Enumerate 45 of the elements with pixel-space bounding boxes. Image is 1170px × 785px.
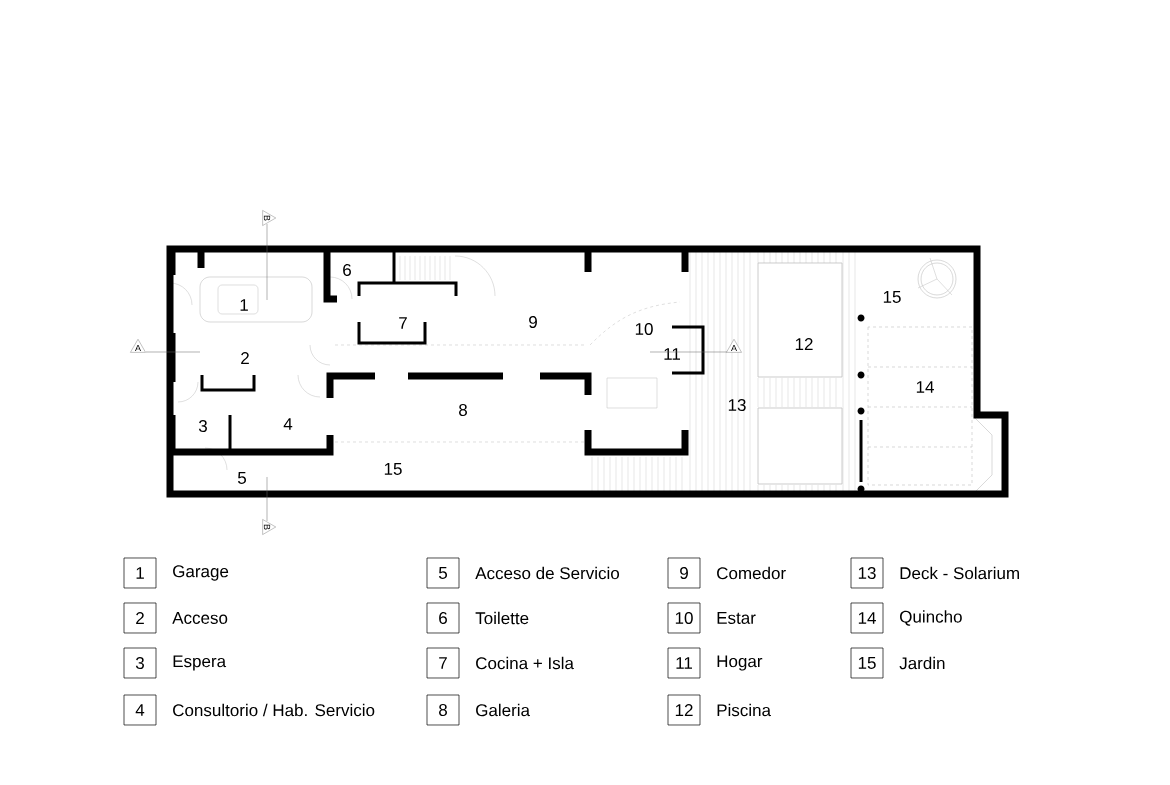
legend-text: Espera xyxy=(173,655,227,671)
legend-text: Cocina + Isla xyxy=(476,656,574,670)
room-number: 15 xyxy=(384,463,402,475)
legend-text: Garage xyxy=(173,565,229,581)
legend-text: Toilette xyxy=(475,611,529,625)
legend-text: Quincho xyxy=(900,610,962,626)
room-number: 5 xyxy=(237,472,246,484)
number-box: 5 xyxy=(426,557,460,589)
number-box: 14 xyxy=(850,602,884,634)
number-box: 3 xyxy=(123,647,157,679)
number-box: 11 xyxy=(667,647,701,679)
number-box: 4 xyxy=(123,694,157,726)
legend-text: Acceso de Servicio xyxy=(475,566,619,580)
room-number: 9 xyxy=(529,316,537,328)
legend-text: Acceso xyxy=(172,612,228,624)
number-box: 13 xyxy=(850,557,884,589)
legend-text: Deck - Solarium xyxy=(900,566,1019,580)
legend-text: Consultorio / Hab. Servicio xyxy=(173,703,375,717)
legend-text: Estar xyxy=(717,612,756,624)
room-number: 15 xyxy=(883,291,901,303)
room-number: 2 xyxy=(241,352,249,364)
number-box: 9 xyxy=(667,557,701,589)
room-number: 14 xyxy=(916,381,934,393)
room-number: 6 xyxy=(343,264,351,276)
room-number: 4 xyxy=(283,418,293,430)
number-box: 2 xyxy=(123,602,157,634)
room-number: 10 xyxy=(635,323,653,335)
room-number: 12 xyxy=(795,338,813,350)
legend-text: Hogar xyxy=(717,655,763,671)
room-number: 13 xyxy=(728,399,746,411)
number-box: 10 xyxy=(667,602,701,634)
legend-text: Piscina xyxy=(717,703,771,717)
room-number: 8 xyxy=(459,404,467,416)
room-number: 1 xyxy=(240,299,248,311)
number-box: 6 xyxy=(426,602,460,634)
number-box: 1 xyxy=(123,557,157,589)
number-box: 12 xyxy=(667,694,701,726)
legend-text: Galeria xyxy=(476,703,530,717)
legend-text: Jardin xyxy=(899,656,945,670)
number-box: 15 xyxy=(850,647,884,679)
number-box: 8 xyxy=(426,694,460,726)
number-box: 7 xyxy=(426,647,460,679)
room-number: 7 xyxy=(399,317,407,329)
legend-text: Comedor xyxy=(717,566,786,580)
room-number: 3 xyxy=(198,420,207,432)
